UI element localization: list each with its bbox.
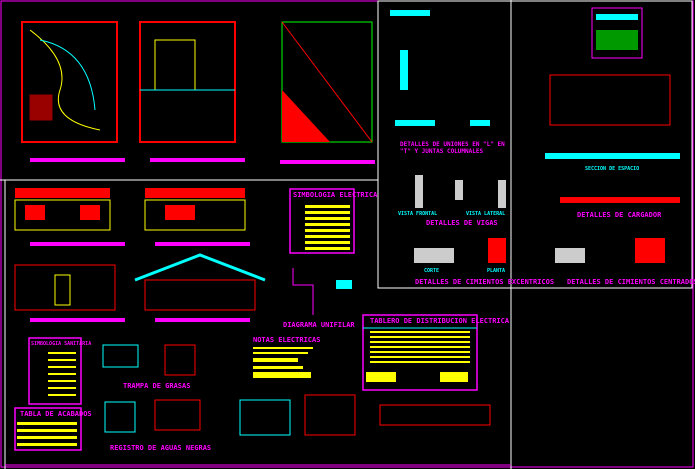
electrical-notes: NOTAS ELECTRICAS xyxy=(253,336,320,378)
roof-plan xyxy=(280,21,375,164)
elevation-rear xyxy=(144,188,250,246)
title-block xyxy=(591,7,643,59)
electrical-notes-title: NOTAS ELECTRICAS xyxy=(253,336,320,344)
lintel-details-title: DETALLES DE CARGADOR xyxy=(577,211,662,219)
side-view-label: VISTA LATERAL xyxy=(466,211,505,217)
sewage-register-detail: REGISTRO DE AGUAS NEGRAS xyxy=(104,399,211,452)
centered-footing-details: DETALLES DE CIMIENTOS CENTRADOS xyxy=(555,238,695,286)
joint-details-title: DETALLES DE UNIONES EN "L" EN "T" Y JUNT… xyxy=(400,141,505,155)
lintel-details: SECCION DE ESPACIO DETALLES DE CARGADOR xyxy=(545,74,680,219)
grease-trap-detail: TRAMPA DE GRASAS xyxy=(102,344,196,390)
sanitary-symbols-title: SIMBOLOGIA SANITARIA xyxy=(31,341,91,347)
section-a xyxy=(14,264,125,322)
electrical-symbols-title: SIMBOLOGIA ELECTRICA xyxy=(293,191,378,199)
single-line-diagram-title: DIAGRAMA UNIFILAR xyxy=(283,321,355,329)
beam-details-title: DETALLES DE VIGAS xyxy=(426,219,498,227)
grease-trap-title: TRAMPA DE GRASAS xyxy=(123,382,190,390)
beam-details: VISTA FRONTAL VISTA LATERAL DETALLES DE … xyxy=(398,175,506,227)
joint-details xyxy=(390,10,490,126)
space-section-label: SECCION DE ESPACIO xyxy=(585,166,639,172)
floor-plan-sanitary xyxy=(139,21,245,162)
single-line-diagram: DIAGRAMA UNIFILAR xyxy=(283,268,355,329)
floor-plan-electrical xyxy=(21,21,125,162)
front-view-label: VISTA FRONTAL xyxy=(398,211,437,217)
finishes-title: TABLA DE ACABADOS xyxy=(20,410,92,418)
distribution-board-title: TABLERO DE DISTRIBUCION ELECTRICA xyxy=(370,317,510,325)
centered-footing-title: DETALLES DE CIMIENTOS CENTRADOS xyxy=(567,278,695,286)
electrical-symbols-table: SIMBOLOGIA ELECTRICA xyxy=(289,188,378,254)
eccentric-footing-details: CORTE PLANTA DETALLES DE CIMIENTOS EXCEN… xyxy=(414,238,554,286)
plan-label: PLANTA xyxy=(487,268,505,274)
section-cut-label: CORTE xyxy=(424,268,439,274)
section-b xyxy=(134,253,266,322)
distribution-board-table: TABLERO DE DISTRIBUCION ELECTRICA xyxy=(362,314,510,391)
sanitary-symbols-table: SIMBOLOGIA SANITARIA xyxy=(28,337,91,405)
misc-details-bottom xyxy=(239,394,491,436)
eccentric-footing-title: DETALLES DE CIMIENTOS EXCENTRICOS xyxy=(415,278,554,286)
elevation-front xyxy=(14,188,125,246)
sewage-register-title: REGISTRO DE AGUAS NEGRAS xyxy=(110,444,211,452)
finishes-table: TABLA DE ACABADOS xyxy=(14,407,92,451)
